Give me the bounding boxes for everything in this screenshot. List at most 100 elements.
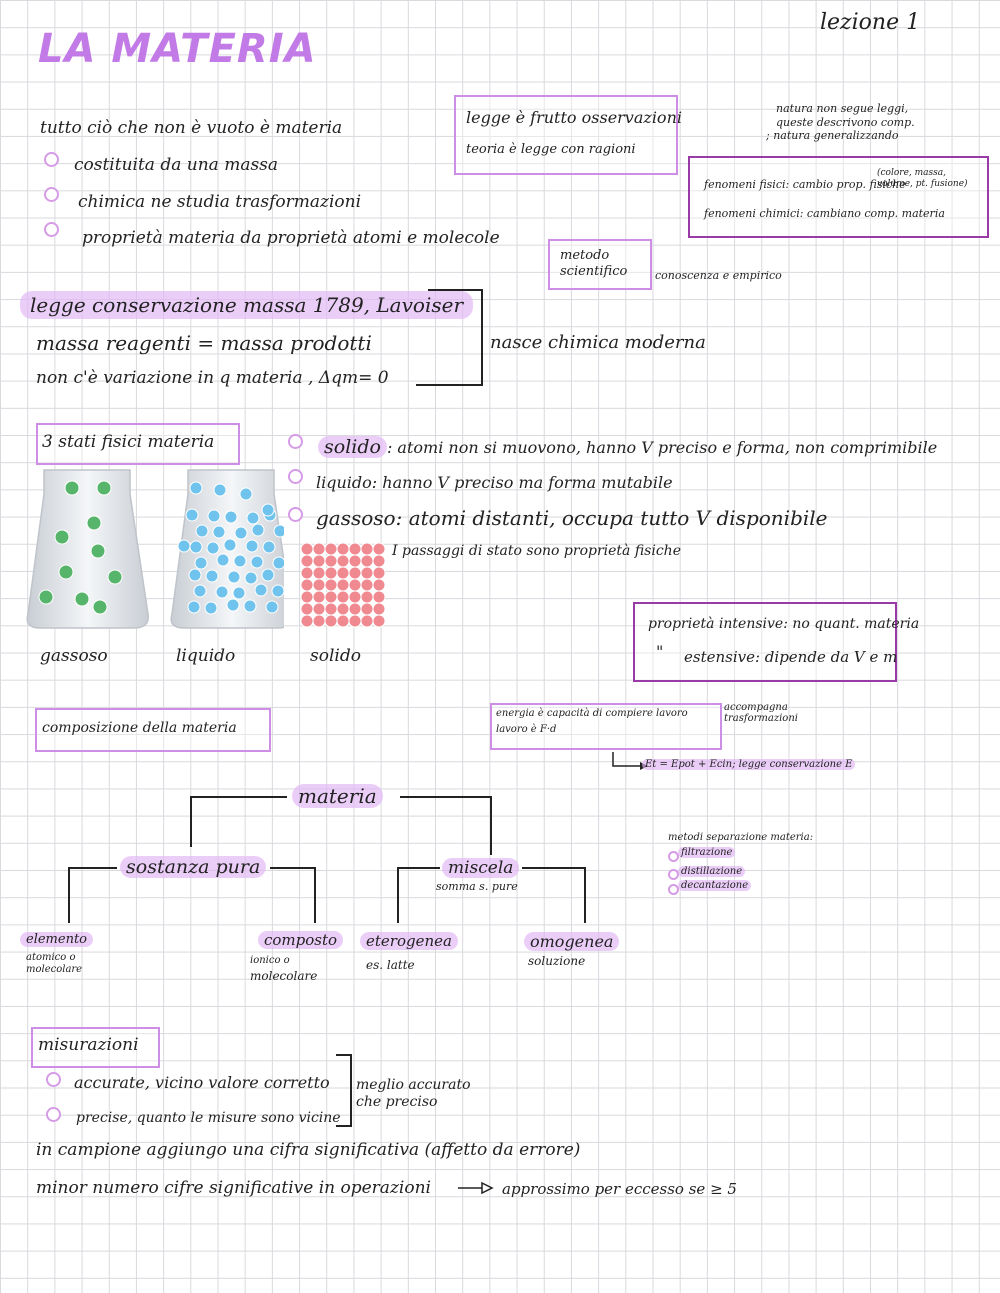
bullet-icon xyxy=(668,851,679,862)
liquid-particle xyxy=(234,526,248,540)
fenomeni-box xyxy=(688,156,989,238)
liquid-particle xyxy=(239,487,253,501)
liquid-particle xyxy=(194,556,208,570)
tree-root: materia xyxy=(292,784,383,808)
lavoro-line: lavoro è F·d xyxy=(496,724,557,735)
liquid-particle xyxy=(223,538,237,552)
solid-particle xyxy=(312,566,326,580)
proprieta-box xyxy=(633,602,897,682)
liquid-particle xyxy=(272,556,284,570)
solid-particle xyxy=(336,578,350,592)
bullet-icon xyxy=(668,884,679,895)
bracket-note-2: che preciso xyxy=(356,1094,438,1110)
liquid-particle xyxy=(207,509,221,523)
intro-bullet-2: chimica ne studia trasformazioni xyxy=(78,192,362,212)
liquid-particle xyxy=(212,525,226,539)
gas-particles xyxy=(38,480,123,615)
solid-lattice xyxy=(300,542,386,628)
composizione-label: composizione della materia xyxy=(42,720,237,736)
side-note-2: queste descrivono comp. xyxy=(776,116,915,129)
conservazione-line-2: massa reagenti = massa prodotti xyxy=(36,331,372,355)
gas-particle xyxy=(107,569,123,585)
liquid-particles xyxy=(177,481,284,615)
flasks-illustration xyxy=(26,469,284,629)
minor-numero: minor numero cifre significative in oper… xyxy=(36,1178,431,1198)
side-note-1: natura non segue leggi, xyxy=(776,102,909,115)
liquid-particle xyxy=(226,598,240,612)
liquid-particle xyxy=(224,510,238,524)
liquid-particle xyxy=(188,568,202,582)
liquido-key: liquido xyxy=(316,473,372,492)
liquid-particle xyxy=(216,553,230,567)
cifra-significativa: in campione aggiungo una cifra significa… xyxy=(36,1140,581,1160)
bullet-icon xyxy=(44,187,59,202)
leaf-composto-sub1: ionico o xyxy=(250,955,290,966)
bullet-icon xyxy=(46,1107,61,1122)
liquid-particle xyxy=(254,583,268,597)
leaf-composto-sub2: molecolare xyxy=(250,969,318,983)
solid-particle xyxy=(372,554,386,568)
solid-particle xyxy=(372,590,386,604)
bullet-icon xyxy=(288,434,303,449)
metodo-decantazione: decantazione xyxy=(678,880,752,891)
bullet-icon xyxy=(288,507,303,522)
label-solido: solido xyxy=(310,646,361,666)
metodo-note: conoscenza e empirico xyxy=(655,269,782,282)
leaf-eterogenea-sub: es. latte xyxy=(366,958,415,972)
solid-particle xyxy=(348,554,362,568)
liquid-particle xyxy=(195,524,209,538)
solid-particle xyxy=(324,602,338,616)
liquid-particle xyxy=(206,541,220,555)
stato-gassoso: gassoso: atomi distanti, occupa tutto V … xyxy=(316,506,828,530)
legge-box xyxy=(454,95,678,175)
solid-particle xyxy=(300,578,314,592)
solid-particle xyxy=(324,590,338,604)
solid-particle xyxy=(324,554,338,568)
leaf-composto: composto xyxy=(258,931,344,949)
energia-conservazione: Et = Epot + Ecin; legge conservazione E xyxy=(642,759,856,770)
leaf-omogenea-sub: soluzione xyxy=(528,954,586,968)
ditto-mark: " xyxy=(656,642,664,661)
liquid-particle xyxy=(262,540,276,554)
liquid-particle xyxy=(233,554,247,568)
liquid-particle xyxy=(243,599,257,613)
liquid-particle xyxy=(189,540,203,554)
metodo-box xyxy=(548,239,652,290)
solid-particle xyxy=(312,554,326,568)
gas-particle xyxy=(96,480,112,496)
solid-particle xyxy=(348,602,362,616)
solid-particle xyxy=(372,566,386,580)
energia-box xyxy=(490,703,722,750)
liquid-particle xyxy=(204,601,218,615)
stati-box xyxy=(36,423,240,465)
bullet-icon xyxy=(44,152,59,167)
solid-particle xyxy=(372,614,386,628)
solid-particle xyxy=(336,590,350,604)
liquid-particle xyxy=(232,586,246,600)
passaggi-note: I passaggi di stato sono proprietà fisic… xyxy=(392,543,681,559)
solid-particle xyxy=(372,602,386,616)
stato-solido: solido: atomi non si muovono, hanno V pr… xyxy=(318,436,937,458)
misurazioni-label: misurazioni xyxy=(38,1035,139,1055)
solid-particle xyxy=(312,602,326,616)
solid-particle xyxy=(348,578,362,592)
gas-particle xyxy=(58,564,74,580)
solid-particle xyxy=(360,554,374,568)
solid-particle xyxy=(360,542,374,556)
leaf-elemento-sub1: atomico o xyxy=(26,952,76,963)
fenomeni-chimici: fenomeni chimici: cambiano comp. materia xyxy=(704,207,945,220)
gas-particle xyxy=(86,515,102,531)
liquid-particle xyxy=(177,539,191,553)
solid-particle xyxy=(372,578,386,592)
solid-particle xyxy=(360,578,374,592)
solid-particles xyxy=(300,542,386,628)
fenomeni-fisici-paren: (colore, massa, volume, pt. fusione) xyxy=(877,168,968,189)
solid-particle xyxy=(312,542,326,556)
gas-particle xyxy=(38,589,54,605)
liquid-particle xyxy=(251,523,265,537)
misurazioni-bullet-2: precise, quanto le misure sono vicine xyxy=(76,1110,341,1126)
lesson-label: lezione 1 xyxy=(820,10,921,35)
proprieta-estensive: estensive: dipende da V e m xyxy=(684,648,898,666)
conservazione-title: legge conservazione massa 1789, Lavoiser xyxy=(20,291,473,319)
